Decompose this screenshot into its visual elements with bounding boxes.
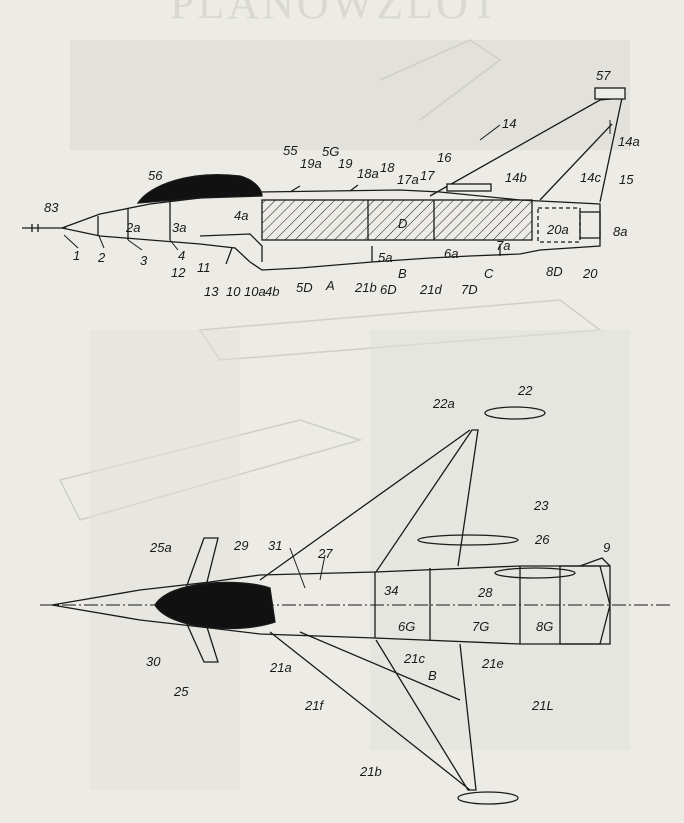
top-label-21b: 21b: [359, 764, 382, 779]
side-label-a: A: [325, 278, 335, 293]
top-label-22: 22: [517, 383, 533, 398]
side-label-14c: 14c: [580, 170, 601, 185]
side-label-3a: 3a: [172, 220, 186, 235]
side-label-20a: 20a: [546, 222, 569, 237]
top-label-21e: 21e: [481, 656, 504, 671]
side-label-2: 2: [97, 250, 106, 265]
top-label-30: 30: [146, 654, 161, 669]
top-label-21f: 21f: [304, 698, 324, 713]
side-label-6d: 6D: [380, 282, 397, 297]
side-label-5a: 5a: [378, 250, 392, 265]
top-label-31: 31: [268, 538, 282, 553]
side-label-12: 12: [171, 265, 186, 280]
top-label-6g: 6G: [398, 619, 415, 634]
canard-right: [185, 621, 219, 663]
top-label-22a: 22a: [432, 396, 455, 411]
top-label-21l: 21L: [531, 698, 554, 713]
side-label-21d: 21d: [419, 282, 442, 297]
side-label-19a: 19a: [300, 156, 322, 171]
side-label-5d: 5D: [296, 280, 313, 295]
canopy: [136, 174, 263, 204]
side-label-2a: 2a: [125, 220, 140, 235]
top-label-26: 26: [534, 532, 550, 547]
side-label-56: 56: [148, 168, 163, 183]
top-label-21c: 21c: [403, 651, 425, 666]
top-label-7g: 7G: [472, 619, 489, 634]
top-label-25a: 25a: [149, 540, 172, 555]
side-label-1: 1: [73, 248, 80, 263]
side-label-8d: 8D: [546, 264, 563, 279]
side-label-14b: 14b: [505, 170, 527, 185]
side-label-6a: 6a: [444, 246, 458, 261]
side-label-17: 17: [420, 168, 435, 183]
side-label-11: 11: [197, 260, 211, 275]
side-label-4: 4: [178, 248, 185, 263]
side-label-17a: 17a: [397, 172, 419, 187]
top-label-27: 27: [317, 546, 333, 561]
side-label-55: 55: [283, 143, 298, 158]
side-label-3: 3: [140, 253, 148, 268]
pylon-store-23: [417, 534, 519, 546]
side-label-4b: 4b: [265, 284, 279, 299]
fuel-tank-section: [261, 199, 533, 241]
side-label-8a: 8a: [613, 224, 627, 239]
wingtip-pod-lower: [457, 791, 519, 805]
wing-upper: [375, 429, 479, 573]
side-label-5g: 5G: [322, 144, 339, 159]
side-label-b: B: [398, 266, 407, 281]
top-view: [40, 406, 672, 805]
top-label-25: 25: [173, 684, 189, 699]
top-label-29: 29: [233, 538, 248, 553]
top-label-8g: 8G: [536, 619, 553, 634]
leader-lines: [63, 120, 611, 589]
canard-left: [185, 537, 219, 589]
pylon-store-26: [494, 567, 576, 579]
wingtip-pod-upper: [484, 406, 546, 420]
side-label-13: 13: [204, 284, 219, 299]
background-title: PLANOWZLOT: [170, 0, 501, 28]
side-label-18: 18: [380, 160, 395, 175]
side-label-7d: 7D: [461, 282, 478, 297]
top-label-34: 34: [384, 583, 398, 598]
side-label-c: C: [484, 266, 494, 281]
top-label-b: B: [428, 668, 437, 683]
side-label-7a: 7a: [496, 238, 510, 253]
top-label-23: 23: [533, 498, 549, 513]
top-label-9: 9: [603, 540, 610, 555]
wing-lower: [375, 639, 477, 791]
side-label-10: 10: [226, 284, 241, 299]
side-label-d: D: [398, 216, 407, 231]
top-label-28: 28: [477, 585, 493, 600]
side-label-14a: 14a: [618, 134, 640, 149]
background-ghost: [58, 39, 630, 790]
air-intake: [199, 233, 263, 262]
side-label-21b: 21b: [354, 280, 377, 295]
top-label-21a: 21a: [269, 660, 292, 675]
side-label-10a: 10a: [244, 284, 266, 299]
fin-tip-antenna: [594, 87, 626, 100]
side-label-14: 14: [502, 116, 516, 131]
side-label-18a: 18a: [357, 166, 379, 181]
side-label-83: 83: [44, 200, 59, 215]
side-label-16: 16: [437, 150, 452, 165]
side-label-4a: 4a: [234, 208, 248, 223]
plan-canopy: [154, 581, 276, 630]
side-label-20: 20: [582, 266, 598, 281]
side-label-15: 15: [619, 172, 634, 187]
side-view: [22, 87, 626, 271]
side-label-57: 57: [596, 68, 611, 83]
side-label-19: 19: [338, 156, 352, 171]
